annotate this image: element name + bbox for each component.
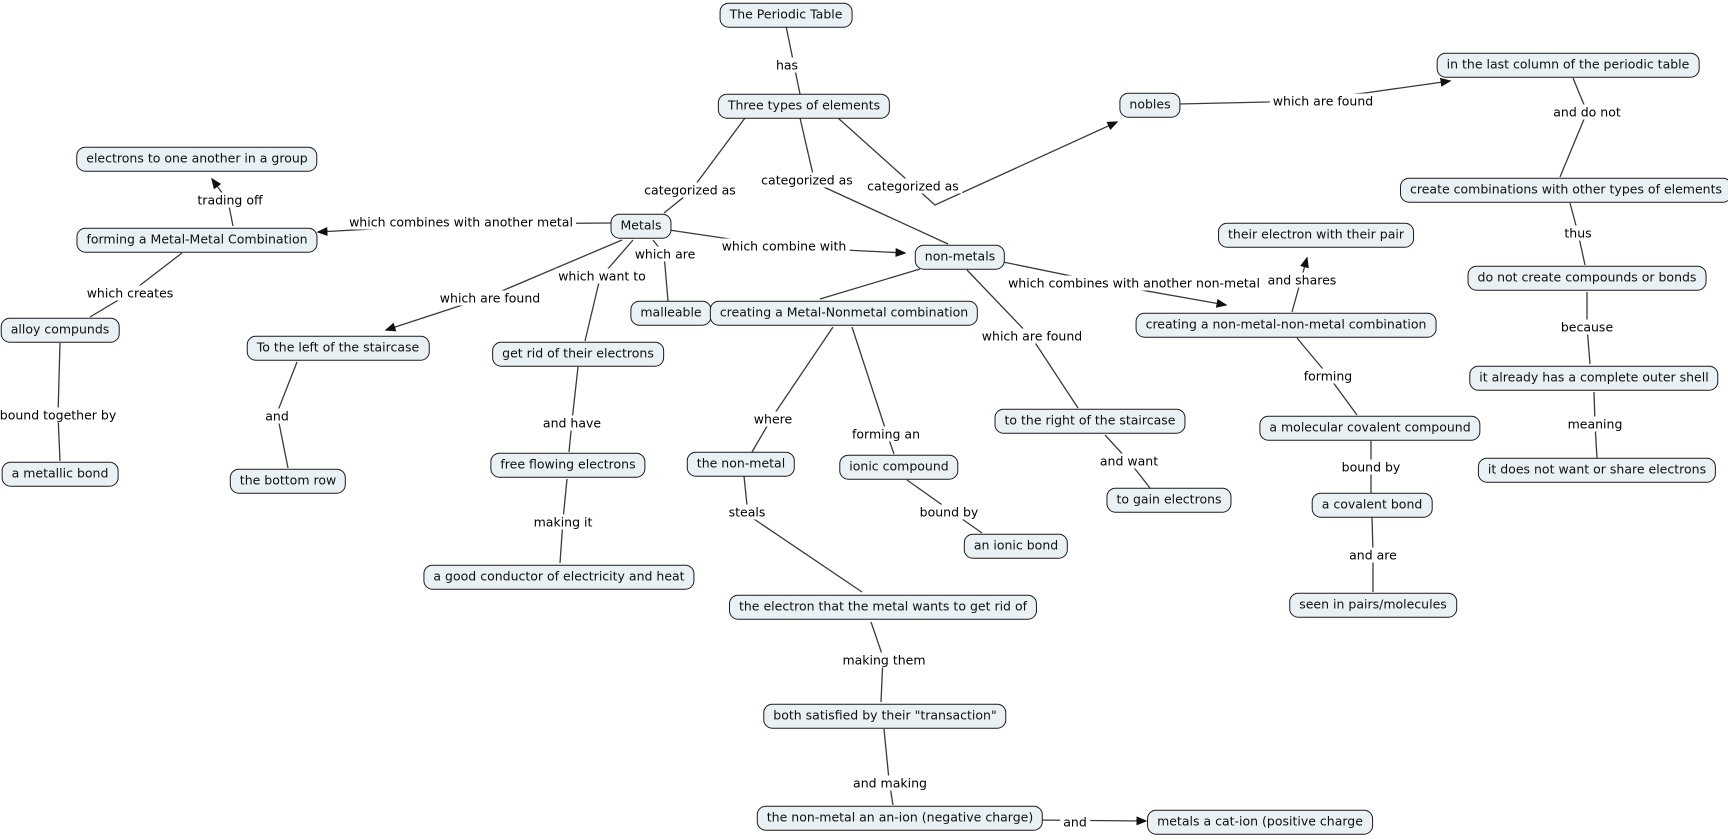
node-non-metals[interactable]: non-metals [914,244,1006,270]
edge-metals-want-getrid [584,239,634,342]
node-cat-ion[interactable]: metals a cat-ion (positive charge [1147,809,1373,835]
link-categorized-as-1[interactable]: categorized as [641,182,739,198]
node-metallic-bond[interactable]: a metallic bond [1,461,119,487]
link-because[interactable]: because [1557,319,1617,335]
link-forming-an[interactable]: forming an [848,426,924,442]
link-and-making[interactable]: and making [850,775,930,791]
link-trading-off[interactable]: trading off [194,192,266,208]
link-bound-together-by[interactable]: bound together by [0,407,120,423]
node-electron-steal[interactable]: the electron that the metal wants to get… [728,594,1038,620]
node-good-conductor[interactable]: a good conductor of electricity and heat [423,564,695,590]
edge-satisfied-making-anion [883,728,894,806]
link-and-left[interactable]: and [262,408,292,424]
edge-getrid-have-freeflowing [568,366,579,453]
edge-anion-and-cation [1034,816,1148,826]
link-which-combines-nonmetal[interactable]: which combines with another non-metal [1005,275,1263,291]
node-no-compounds[interactable]: do not create compounds or bonds [1467,265,1707,291]
node-get-rid[interactable]: get rid of their electrons [492,341,664,367]
link-and-do-not[interactable]: and do not [1550,104,1624,120]
node-not-want-share[interactable]: it does not want or share electrons [1477,457,1717,483]
link-has[interactable]: has [772,57,802,73]
link-making-them[interactable]: making them [839,652,929,668]
node-outer-shell[interactable]: it already has a complete outer shell [1469,365,1719,391]
link-which-want-to[interactable]: which want to [555,268,649,284]
node-ionic-bond[interactable]: an ionic bond [963,533,1069,559]
node-both-satisfied[interactable]: both satisfied by their "transaction" [763,703,1007,729]
node-pairs-molecules[interactable]: seen in pairs/molecules [1289,592,1457,618]
link-which-combines-metal[interactable]: which combines with another metal [346,214,576,230]
node-molecular-covalent[interactable]: a molecular covalent compound [1259,415,1481,441]
edge-lastcolumn-anddonot [1559,77,1588,178]
node-covalent-bond[interactable]: a covalent bond [1311,492,1433,518]
node-an-ion[interactable]: the non-metal an an-ion (negative charge… [756,805,1044,831]
link-steals[interactable]: steals [725,504,769,520]
node-metals[interactable]: Metals [610,213,672,239]
link-bound-by-covalent[interactable]: bound by [1338,459,1404,475]
node-ionic-compound[interactable]: ionic compound [839,454,959,480]
node-bottom-row[interactable]: the bottom row [229,468,347,494]
node-malleable[interactable]: malleable [630,300,712,326]
edge-metalnonmetal-where-nonmetal [751,326,834,453]
node-gain-electrons[interactable]: to gain electrons [1106,487,1232,513]
link-and-want[interactable]: and want [1096,453,1162,469]
link-forming[interactable]: forming [1300,368,1356,384]
node-right-staircase[interactable]: to the right of the staircase [994,408,1186,434]
link-which-are-found-nonmetals[interactable]: which are found [978,328,1086,344]
node-electrons-group[interactable]: electrons to one another in a group [76,146,318,172]
link-categorized-as-2[interactable]: categorized as [758,172,856,188]
link-which-are-found-nobles[interactable]: which are found [1269,93,1377,109]
link-and-have[interactable]: and have [539,415,605,431]
node-metal-nonmetal[interactable]: creating a Metal-Nonmetal combination [709,300,979,326]
node-nonmetal-nonmetal[interactable]: creating a non-metal-non-metal combinati… [1135,312,1437,338]
link-and-shares[interactable]: and shares [1264,272,1340,288]
link-which-combine-with[interactable]: which combine with [718,238,850,254]
edge-metals-found-staircase [384,239,623,332]
link-and-are[interactable]: and are [1346,547,1400,563]
node-periodic-table[interactable]: The Periodic Table [719,2,853,28]
node-the-non-metal[interactable]: the non-metal [686,451,796,477]
node-metal-metal[interactable]: forming a Metal-Metal Combination [76,227,318,253]
edge-alloy-bound-metallic [57,342,61,462]
node-left-staircase[interactable]: To the left of the staircase [246,335,430,361]
link-which-are-found-metals[interactable]: which are found [436,290,544,306]
link-and-bottom[interactable]: and [1060,814,1090,830]
link-meaning[interactable]: meaning [1564,416,1626,432]
node-free-flowing[interactable]: free flowing electrons [490,452,646,478]
link-making-it[interactable]: making it [530,514,596,530]
node-three-types[interactable]: Three types of elements [717,93,891,119]
link-categorized-as-3[interactable]: categorized as [864,178,962,194]
link-which-creates[interactable]: which creates [83,285,177,301]
link-thus[interactable]: thus [1561,225,1595,241]
edge-nonmetal-steals-electron [743,475,863,593]
node-alloy[interactable]: alloy compunds [0,317,120,343]
node-create-combinations[interactable]: create combinations with other types of … [1399,177,1728,203]
link-which-are[interactable]: which are [631,246,699,262]
node-nobles[interactable]: nobles [1119,92,1181,118]
node-electron-pair[interactable]: their electron with their pair [1218,222,1414,248]
link-where[interactable]: where [750,411,796,427]
edge-types-categorized-metals [663,117,746,214]
edge-nonmetals-metalnonmetal [819,268,921,300]
link-bound-by-ionic[interactable]: bound by [916,504,982,520]
node-last-column[interactable]: in the last column of the periodic table [1436,52,1700,78]
edge-types-categorized-nobles [837,117,1119,206]
